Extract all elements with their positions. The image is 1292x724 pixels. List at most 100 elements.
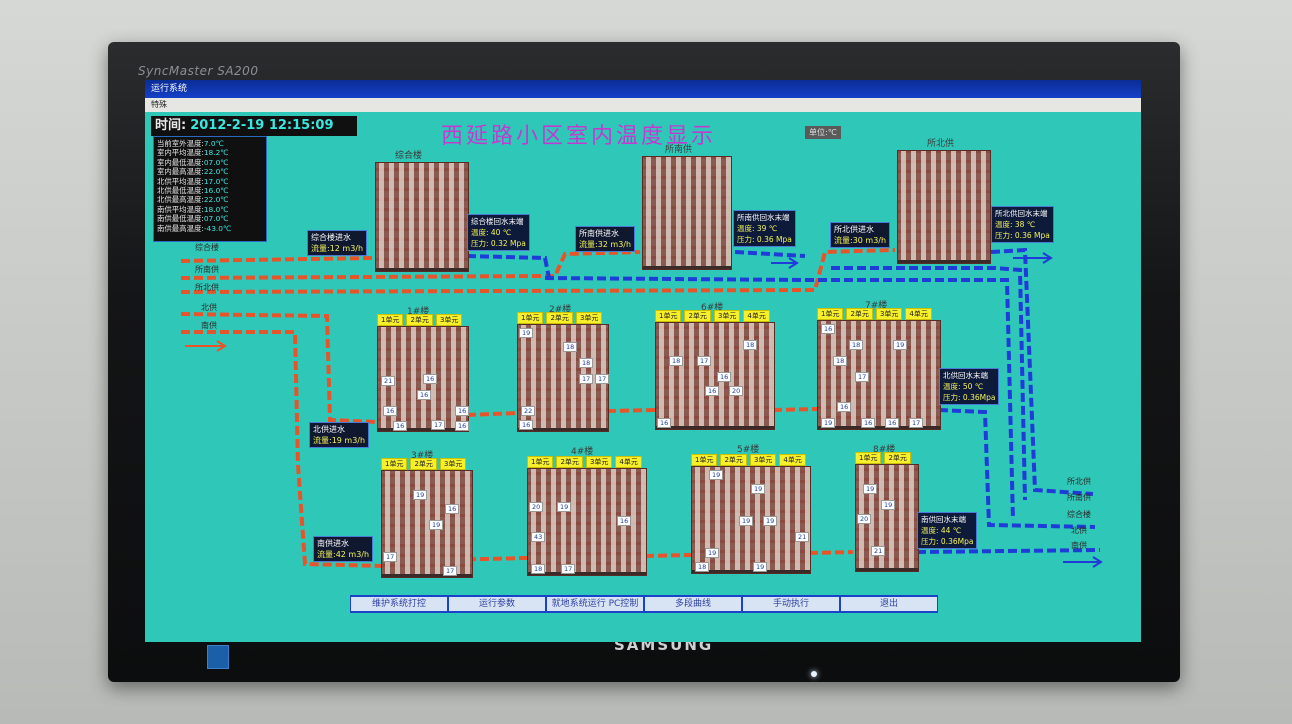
menu-bar[interactable]: 特殊	[145, 98, 1141, 112]
unit-tag[interactable]: 1单元	[381, 458, 408, 470]
unit-tag[interactable]: 2单元	[410, 458, 437, 470]
building-b6[interactable]	[655, 322, 775, 430]
reading[interactable]: 16	[837, 402, 852, 412]
reading[interactable]: 17	[855, 372, 870, 382]
nav-params-button[interactable]: 运行参数	[449, 597, 545, 611]
reading[interactable]: 16	[455, 421, 470, 431]
reading[interactable]: 21	[871, 546, 886, 556]
reading[interactable]: 16	[617, 516, 632, 526]
reading[interactable]: 19	[821, 418, 836, 428]
unit-tag[interactable]: 2单元	[720, 454, 747, 466]
reading[interactable]: 16	[393, 421, 408, 431]
building-zonghe[interactable]	[375, 162, 469, 272]
reading[interactable]: 18	[833, 356, 848, 366]
reading[interactable]: 19	[893, 340, 908, 350]
reading[interactable]: 17	[383, 552, 398, 562]
unit-tag[interactable]: 1单元	[855, 452, 882, 464]
reading[interactable]: 17	[595, 374, 610, 384]
inlet-box-nangong[interactable]: 南供进水流量:42 m3/h	[313, 536, 374, 562]
reading[interactable]: 16	[383, 406, 398, 416]
nav-curves-button[interactable]: 多段曲线	[645, 597, 741, 611]
reading[interactable]: 18	[563, 342, 578, 352]
unit-tag[interactable]: 1单元	[377, 314, 404, 326]
reading[interactable]: 17	[579, 374, 594, 384]
reading[interactable]: 18	[579, 358, 594, 368]
reading[interactable]: 16	[705, 386, 720, 396]
reading[interactable]: 18	[531, 564, 546, 574]
reading[interactable]: 16	[519, 420, 534, 430]
reading[interactable]: 19	[519, 328, 534, 338]
unit-tag[interactable]: 4单元	[615, 456, 642, 468]
reading[interactable]: 16	[417, 390, 432, 400]
unit-tag[interactable]: 3单元	[749, 454, 777, 466]
unit-tag[interactable]: 4单元	[905, 308, 932, 320]
unit-tag[interactable]: 3单元	[585, 456, 613, 468]
unit-tag[interactable]: 4单元	[779, 454, 806, 466]
power-led-icon[interactable]	[811, 671, 817, 677]
unit-tag[interactable]: 2单元	[846, 308, 873, 320]
building-suonan[interactable]	[642, 156, 732, 270]
inlet-box-zonghe[interactable]: 综合楼进水流量:12 m3/h	[307, 230, 368, 256]
reading[interactable]: 16	[423, 374, 438, 384]
reading[interactable]: 43	[531, 532, 546, 542]
reading[interactable]: 19	[413, 490, 428, 500]
building-suobei[interactable]	[897, 150, 991, 264]
reading[interactable]: 22	[521, 406, 536, 416]
nav-exit-button[interactable]: 退出	[841, 597, 937, 611]
reading[interactable]: 18	[849, 340, 864, 350]
reading[interactable]: 21	[381, 376, 396, 386]
reading[interactable]: 20	[729, 386, 744, 396]
reading[interactable]: 17	[443, 566, 458, 576]
reading[interactable]: 20	[857, 514, 872, 524]
reading[interactable]: 19	[557, 502, 572, 512]
nav-maintenance-button[interactable]: 维护系统打控	[351, 597, 447, 611]
unit-tag[interactable]: 2单元	[884, 452, 911, 464]
reading[interactable]: 18	[669, 356, 684, 366]
reading[interactable]: 16	[861, 418, 876, 428]
unit-tag[interactable]: 1单元	[691, 454, 718, 466]
menu-item-special[interactable]: 特殊	[151, 100, 167, 109]
nav-manual-button[interactable]: 手动执行	[743, 597, 839, 611]
reading[interactable]: 17	[909, 418, 924, 428]
reading[interactable]: 18	[695, 562, 710, 572]
reading[interactable]: 16	[885, 418, 900, 428]
unit-tag[interactable]: 1单元	[517, 312, 544, 324]
reading[interactable]: 19	[751, 484, 766, 494]
unit-tag[interactable]: 1单元	[655, 310, 682, 322]
unit-tag[interactable]: 3单元	[435, 314, 463, 326]
reading[interactable]: 16	[717, 372, 732, 382]
nav-local-control-button[interactable]: 就地系统运行 PC控制	[547, 597, 643, 611]
unit-tag[interactable]: 2单元	[556, 456, 583, 468]
inlet-box-suobei[interactable]: 所北供进水流量:30 m3/h	[830, 222, 891, 248]
reading[interactable]: 19	[881, 500, 896, 510]
reading[interactable]: 19	[429, 520, 444, 530]
unit-tag[interactable]: 4单元	[743, 310, 770, 322]
unit-tag[interactable]: 2单元	[406, 314, 433, 326]
reading[interactable]: 17	[431, 420, 446, 430]
unit-tag[interactable]: 2单元	[684, 310, 711, 322]
unit-tag[interactable]: 3单元	[575, 312, 603, 324]
reading[interactable]: 17	[561, 564, 576, 574]
reading[interactable]: 16	[657, 418, 672, 428]
unit-tag[interactable]: 2单元	[546, 312, 573, 324]
reading[interactable]: 19	[763, 516, 778, 526]
reading[interactable]: 17	[697, 356, 712, 366]
building-b3[interactable]	[381, 470, 473, 578]
reading[interactable]: 16	[455, 406, 470, 416]
inlet-box-beigong[interactable]: 北供进水流量:19 m3/h	[309, 422, 370, 448]
reading[interactable]: 16	[445, 504, 460, 514]
reading[interactable]: 19	[753, 562, 768, 572]
unit-tag[interactable]: 1单元	[527, 456, 554, 468]
reading[interactable]: 20	[529, 502, 544, 512]
reading[interactable]: 19	[705, 548, 720, 558]
reading[interactable]: 19	[739, 516, 754, 526]
building-b7[interactable]	[817, 320, 941, 430]
unit-tag[interactable]: 1单元	[817, 308, 844, 320]
unit-tag[interactable]: 3单元	[713, 310, 741, 322]
reading[interactable]: 21	[795, 532, 810, 542]
